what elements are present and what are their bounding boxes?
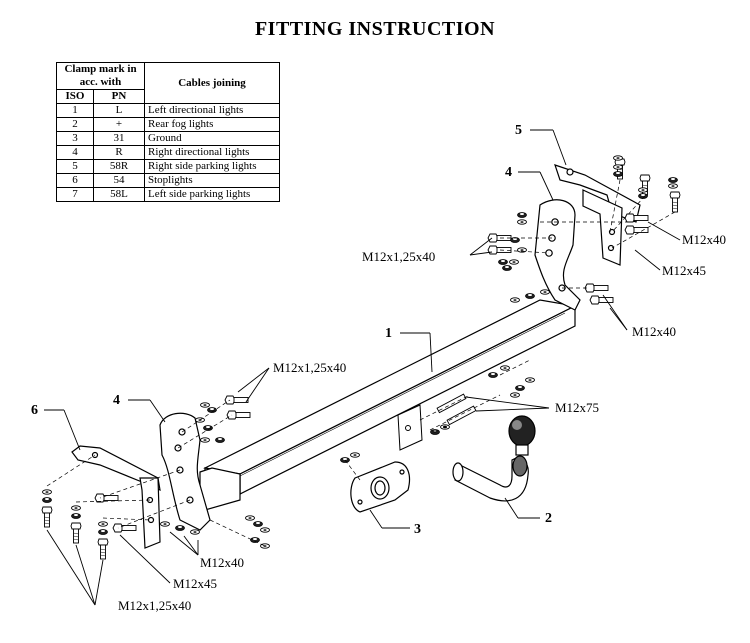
table-subheader-row: ISO PN (56, 89, 280, 104)
crossbar (199, 299, 577, 511)
left-mount-plate (71, 445, 161, 549)
right-mount-plate (554, 164, 641, 266)
label-m12x75: M12x75 (555, 400, 599, 415)
left-side-bracket (159, 412, 211, 531)
bolt-group-left-m12x125x40 (195, 395, 251, 443)
table-row: 4 R Right directional lights (56, 145, 280, 160)
tow-ball (452, 415, 536, 502)
table-row: 7 58L Left side parking lights (56, 187, 280, 202)
table-row: 3 31 Ground (56, 131, 280, 146)
label-m12x45-bottom: M12x45 (173, 576, 217, 591)
pn-cell: 58R (93, 159, 145, 174)
pn-header: PN (93, 89, 145, 104)
label-m12x125x40-bottom: M12x1,25x40 (118, 598, 191, 613)
cables-joining-table: Clamp mark in acc. with Cables joining I… (56, 62, 280, 202)
center-bracket (397, 404, 423, 451)
part-number-4-left: 4 (113, 393, 120, 408)
bolt-group-right-m12x45 (624, 213, 649, 235)
part-number-5: 5 (515, 123, 522, 138)
label-m12x40-right-mid: M12x40 (632, 324, 676, 339)
assembly-dashed-lines (46, 179, 676, 547)
socket-plate (350, 461, 411, 513)
part-number-2: 2 (545, 511, 552, 526)
cable-desc-cell: Left side parking lights (144, 187, 280, 202)
label-m12x45-right: M12x45 (662, 263, 706, 278)
part-number-4-right: 4 (505, 165, 512, 180)
clamp-mark-header: Clamp mark in acc. with (56, 62, 145, 90)
cable-desc-cell: Right side parking lights (144, 159, 280, 174)
table-row: 2 + Rear fog lights (56, 117, 280, 132)
part-number-3: 3 (414, 522, 421, 537)
label-m12x40-bottom: M12x40 (200, 555, 244, 570)
bolt-group-crossbar-right (488, 365, 535, 398)
table-row: 5 58R Right side parking lights (56, 159, 280, 174)
bolt-group-m12x75 (430, 393, 477, 435)
bolt-group-right-m12x125x40 (487, 212, 527, 271)
label-m12x125x40-top: M12x1,25x40 (362, 249, 435, 264)
part-number-1: 1 (385, 326, 392, 341)
label-m12x125x40-mid: M12x1,25x40 (273, 360, 346, 375)
leader-lines (44, 129, 681, 606)
part-number-6: 6 (31, 403, 38, 418)
label-m12x40-right-top: M12x40 (682, 232, 726, 247)
page-title: FITTING INSTRUCTION (254, 18, 496, 40)
